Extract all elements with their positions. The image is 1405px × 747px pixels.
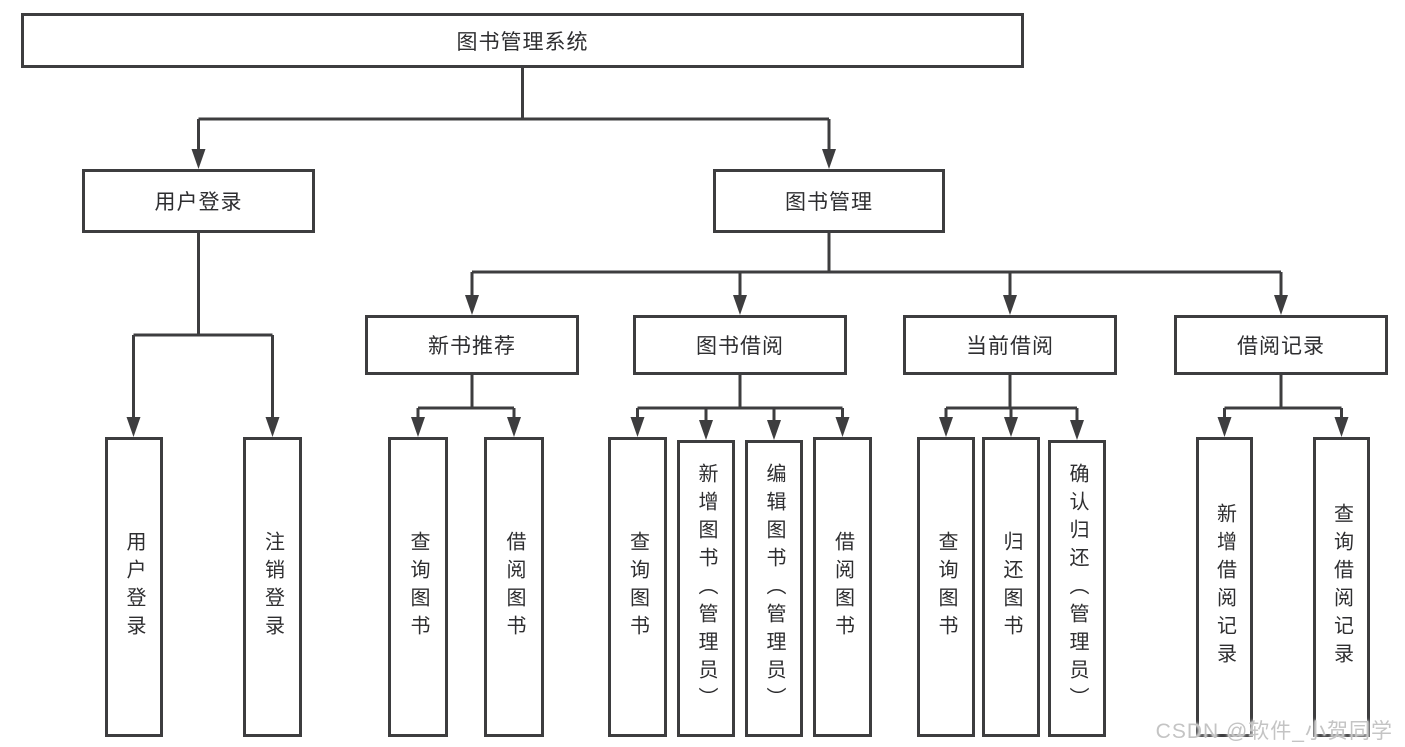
leaf-return-books-label: 归还图书 (1000, 531, 1022, 643)
node-current-borrowing: 当前借阅 (903, 315, 1117, 375)
leaf-query-books-borrowing: 查询图书 (608, 437, 667, 737)
leaf-query-books-borrowing-label: 查询图书 (626, 531, 649, 643)
leaf-query-books-current-label: 查询图书 (935, 531, 957, 643)
leaf-logout: 注销登录 (243, 437, 302, 737)
node-book-management: 图书管理 (713, 169, 945, 233)
leaf-query-books-recommend: 查询图书 (388, 437, 448, 737)
leaf-user-login: 用户登录 (105, 437, 163, 737)
leaf-borrow-books-borrowing-label: 借阅图书 (831, 531, 854, 643)
node-user-login: 用户登录 (82, 169, 315, 233)
csdn-watermark: CSDN @软件_小贺同学 (1155, 720, 1393, 743)
leaf-confirm-return-admin-label: 确认归还（管理员） (1066, 462, 1088, 715)
leaf-logout-label: 注销登录 (261, 531, 284, 643)
arrowheads (126, 149, 1349, 440)
leaf-add-books-admin: 新增图书（管理员） (677, 440, 735, 737)
leaf-add-borrow-record: 新增借阅记录 (1196, 437, 1253, 737)
leaf-borrow-books-recommend: 借阅图书 (484, 437, 544, 737)
leaf-return-books: 归还图书 (982, 437, 1040, 737)
leaf-borrow-books-recommend-label: 借阅图书 (503, 531, 525, 643)
leaf-query-books-current: 查询图书 (917, 437, 975, 737)
node-library-management-system: 图书管理系统 (21, 13, 1024, 68)
leaf-add-borrow-record-label: 新增借阅记录 (1213, 503, 1236, 671)
leaf-edit-books-admin: 编辑图书（管理员） (745, 440, 803, 737)
leaf-query-borrow-record-label: 查询借阅记录 (1330, 503, 1353, 671)
leaf-query-borrow-record: 查询借阅记录 (1313, 437, 1370, 737)
node-book-borrowing: 图书借阅 (633, 315, 847, 375)
node-new-book-recommendation: 新书推荐 (365, 315, 579, 375)
node-borrowing-records: 借阅记录 (1174, 315, 1388, 375)
leaf-confirm-return-admin: 确认归还（管理员） (1048, 440, 1106, 737)
leaf-borrow-books-borrowing: 借阅图书 (813, 437, 872, 737)
leaf-edit-books-admin-label: 编辑图书（管理员） (763, 462, 785, 715)
leaf-query-books-recommend-label: 查询图书 (407, 531, 429, 643)
leaf-add-books-admin-label: 新增图书（管理员） (695, 462, 717, 715)
leaf-user-login-label: 用户登录 (123, 531, 145, 643)
